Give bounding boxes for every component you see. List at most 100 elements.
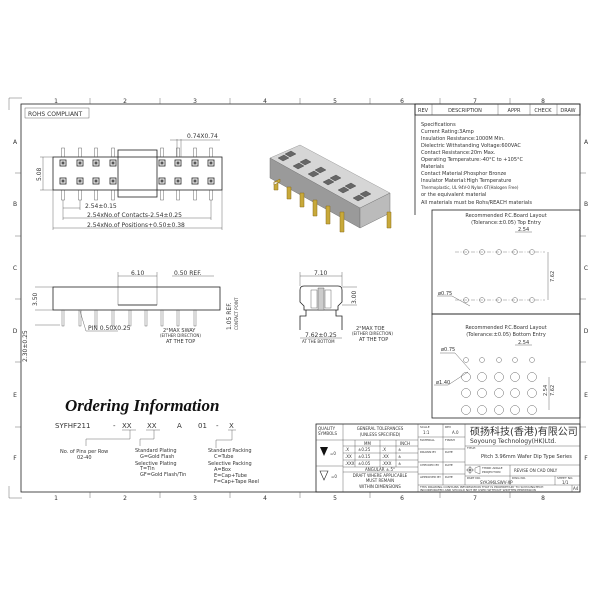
- column-label: 1: [54, 98, 58, 105]
- pcb-hole: [512, 357, 518, 363]
- contact: [160, 179, 164, 183]
- row-label: F: [584, 455, 588, 462]
- drawing-title: Pitch 3.96mm Wafer Dip Type Series: [481, 454, 572, 460]
- row-dim: 7.62: [550, 271, 556, 282]
- pcb-hole: [463, 357, 469, 363]
- sheet-size: A4: [573, 486, 579, 491]
- draw-header: DRAW: [560, 108, 575, 114]
- pcb-hole: [529, 357, 535, 363]
- tol-key: .XX: [382, 454, 389, 459]
- mm-header: MM: [364, 441, 371, 446]
- pins-desc: No. of Pins per Row: [60, 449, 108, 455]
- plating-desc: G=Gold Flash: [140, 454, 174, 460]
- contact: [160, 161, 164, 165]
- column-label: 7: [473, 98, 477, 105]
- cavity: [329, 174, 342, 182]
- row-label: C: [584, 265, 588, 272]
- cavity: [337, 186, 350, 194]
- pcb-layout-top-entry: Recommended P.C.Board Layout (Tolerance:…: [431, 209, 581, 315]
- tol-key: .XXX: [345, 461, 355, 466]
- scale-value: 1:1: [423, 430, 430, 435]
- pin: [193, 147, 197, 158]
- spec-line: Insulation Resistance:1000M Min.: [421, 136, 505, 142]
- contact: [193, 179, 197, 183]
- pcb-hole-large: [461, 372, 471, 382]
- pin: [94, 189, 98, 201]
- pcb-hole-large: [510, 405, 520, 415]
- draft-note: WITHIN DIMENSIONS: [359, 484, 401, 489]
- revision-table: REV DESCRIPTION APPR CHECK DRAW: [414, 103, 581, 215]
- date-label: DATE: [445, 450, 453, 454]
- tol-val: ±0.25: [358, 447, 371, 452]
- column-label: 4: [263, 495, 267, 502]
- column-label: 5: [333, 495, 337, 502]
- quality-triangle-icon: [320, 447, 328, 456]
- dwg-no-label: DWG NO.: [512, 476, 526, 480]
- row-label: E: [13, 392, 17, 399]
- title-block: QUALITY SYMBOLS GENERAL TOLERANCES (UNLE…: [315, 423, 581, 493]
- packing-desc: E=Cap+Tube: [214, 473, 247, 479]
- pcb-hole: [496, 357, 502, 363]
- column-label: 8: [541, 495, 545, 502]
- column-label: 8: [541, 98, 545, 105]
- contact-ref-dim: 1.05 REF.: [226, 302, 233, 330]
- packing-desc: F=Cap+Tape Reel: [214, 479, 259, 485]
- tol-val: ±0.05: [358, 461, 371, 466]
- packing-desc: Selective Packing: [208, 461, 252, 467]
- connector-3d-render: [269, 144, 392, 233]
- tol-val: ±: [398, 447, 401, 452]
- toe-note: AT THE TOP: [359, 337, 388, 343]
- company-name-cn: 硕扬科技(香港)有限公司: [470, 425, 578, 438]
- revise-note: REVISE ON CAD ONLY: [514, 468, 558, 473]
- cavity: [277, 154, 290, 162]
- rev-label: REV: [445, 425, 452, 429]
- spec-line: Materials: [421, 164, 444, 170]
- pcb-bottom-subtitle: (Tolerance:±0.05) Bottom Entry: [466, 332, 546, 338]
- pcb-hole-large: [477, 372, 487, 382]
- spec-line: Dielectric Withstanding Voltage:600VAC: [421, 143, 521, 149]
- pcb-hole: [479, 357, 485, 363]
- contact: [94, 179, 98, 183]
- column-label: 4: [263, 98, 267, 105]
- spec-line: All materials must be Rohs/REACH materia…: [421, 200, 532, 206]
- quality-triangle-outline-icon: [319, 470, 329, 481]
- pin: [209, 189, 213, 201]
- pcb-hole-large: [527, 405, 537, 415]
- pcb-hole-large: [461, 405, 471, 415]
- company-name-en: Soyoung Technology(HK)Ltd.: [470, 438, 556, 445]
- cavity: [307, 170, 320, 178]
- pcb-hole-large: [510, 372, 520, 382]
- code-packing: X: [229, 422, 234, 430]
- pcb-hole-large: [527, 372, 537, 382]
- code-series: 01: [198, 422, 207, 430]
- pin: [128, 309, 132, 327]
- row-label: C: [13, 265, 17, 272]
- row-label: F: [13, 455, 17, 462]
- svg-text:ROHS COMPLIANT: ROHS COMPLIANT: [28, 111, 83, 118]
- column-label: 1: [54, 495, 58, 502]
- inch-header: INCH: [400, 441, 410, 446]
- column-label: 2: [123, 495, 127, 502]
- quality-symbol-2: =0: [331, 474, 337, 479]
- pin: [111, 309, 115, 327]
- projection-label: THIRD ANGLE: [481, 466, 503, 470]
- tolerances-header: (UNLESS SPECIFIED): [360, 432, 401, 437]
- contact: [111, 179, 115, 183]
- top-view: 5.08 0.74X0.74 2.54±0.15 2.54xNo.of Cont…: [36, 133, 223, 230]
- row-pitch-dim: 5.08: [36, 167, 43, 181]
- contact-point-label: CONTACT POINT: [234, 297, 239, 330]
- pitch-dim: 2.54: [518, 227, 529, 233]
- tol-key: .XXX: [382, 461, 392, 466]
- cavity: [314, 166, 327, 174]
- pcb-hole-large: [510, 388, 520, 398]
- pin: [78, 189, 82, 201]
- cavity: [352, 194, 365, 202]
- contact: [176, 179, 180, 183]
- checked-label: CHECKED BY: [420, 463, 439, 467]
- pitch-dim: 2.54: [518, 340, 529, 346]
- finish-label: FINISH: [445, 438, 455, 442]
- projection-label: PROJECTION: [482, 470, 500, 474]
- pin: [111, 189, 115, 201]
- notice: THIS DRAWING CONTAINS INFORMATION THAT I…: [419, 485, 543, 489]
- row-label: A: [584, 139, 589, 146]
